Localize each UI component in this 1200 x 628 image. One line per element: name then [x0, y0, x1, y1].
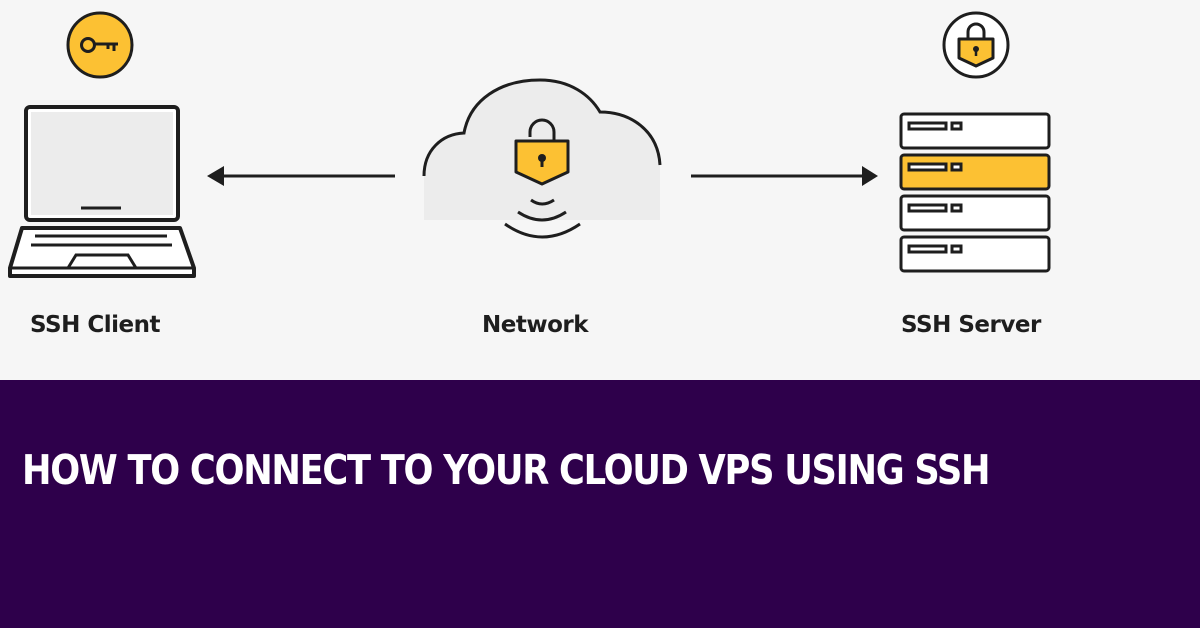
- banner-title: HOW TO CONNECT TO YOUR CLOUD VPS USING S…: [22, 446, 990, 494]
- network-label: Network: [482, 312, 589, 338]
- server-rack-icon: [899, 112, 1051, 273]
- cloud-icon: [422, 78, 662, 239]
- title-banner: [0, 380, 1200, 628]
- server-unit: [899, 194, 1051, 232]
- padlock-badge-icon: [942, 11, 1010, 79]
- arrow-left-icon: [207, 166, 395, 186]
- ssh-diagram: [8, 11, 1051, 278]
- server-unit: [899, 235, 1051, 273]
- key-badge-icon: [66, 11, 134, 79]
- ssh-client-label: SSH Client: [30, 312, 160, 338]
- server-unit: [899, 112, 1051, 150]
- server-unit-active: [899, 153, 1051, 191]
- ssh-server-label: SSH Server: [901, 312, 1041, 338]
- arrow-right-icon: [691, 166, 878, 186]
- laptop-icon: [8, 105, 196, 278]
